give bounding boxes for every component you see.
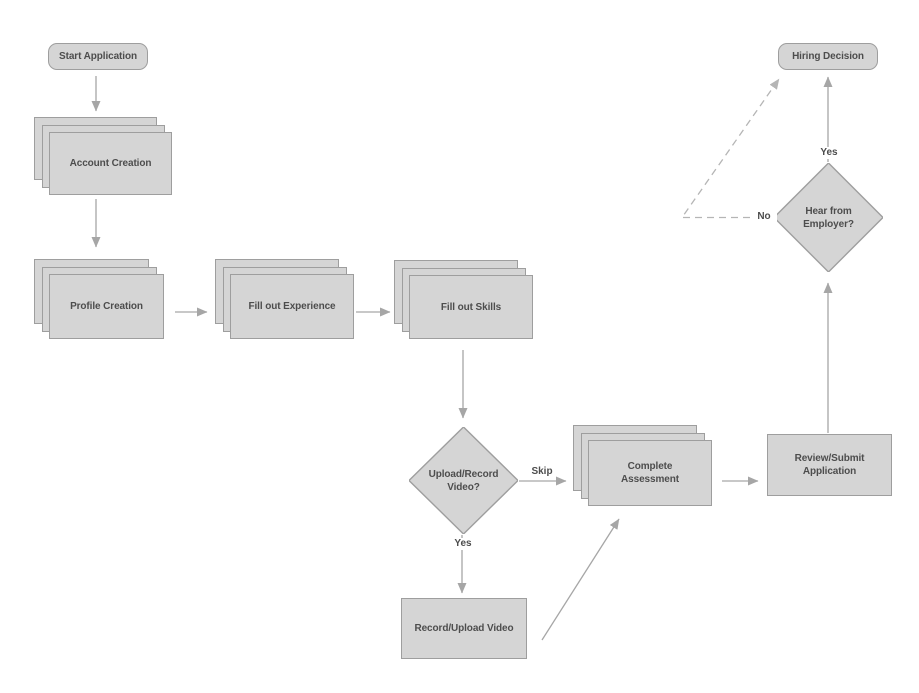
node-upload-record-video-decision[interactable]: Upload/Record Video? xyxy=(409,427,518,534)
node-hear-from-employer-decision[interactable]: Hear from Employer? xyxy=(774,163,883,272)
diamond-shape xyxy=(774,163,883,272)
node-label: Upload/Record Video? xyxy=(428,468,499,493)
edge-label-employer-no: No xyxy=(751,211,777,223)
stack-sheet-front: Fill out Experience xyxy=(230,274,354,339)
node-label: Review/Submit Application xyxy=(794,453,865,477)
stack-sheet-front: Account Creation xyxy=(49,132,172,195)
node-complete-assessment[interactable]: Complete Assessment xyxy=(573,425,712,506)
node-label: Record/Upload Video xyxy=(414,623,514,634)
stack-sheet-front: Complete Assessment xyxy=(588,440,712,506)
node-profile-creation[interactable]: Profile Creation xyxy=(34,259,164,339)
node-review-submit-application[interactable]: Review/Submit Application xyxy=(767,434,892,496)
node-label: Fill out Experience xyxy=(248,301,336,312)
node-fill-out-skills[interactable]: Fill out Skills xyxy=(394,260,533,339)
edge-label-skip: Skip xyxy=(531,466,553,477)
node-fill-out-experience[interactable]: Fill out Experience xyxy=(215,259,354,339)
diamond-shape xyxy=(409,427,518,534)
node-account-creation[interactable]: Account Creation xyxy=(34,117,172,195)
edge-employer-decision-to-hiring-no-dashed xyxy=(680,78,780,219)
node-label: Hiring Decision xyxy=(792,51,864,62)
node-label: Account Creation xyxy=(69,158,152,169)
node-label: Profile Creation xyxy=(70,301,143,312)
node-start-application[interactable]: Start Application xyxy=(48,43,148,70)
diamond-polygon xyxy=(774,163,883,272)
node-record-upload-video[interactable]: Record/Upload Video xyxy=(401,598,527,659)
node-label: Hear from Employer? xyxy=(803,205,854,230)
edge-label-employer-yes: Yes xyxy=(814,147,844,159)
diamond-polygon xyxy=(409,427,518,534)
edge-label-upload-yes: Yes xyxy=(447,538,479,550)
node-label: Fill out Skills xyxy=(440,301,502,313)
node-label: Start Application xyxy=(59,51,137,62)
node-label: Complete Assessment xyxy=(621,461,679,485)
node-hiring-decision[interactable]: Hiring Decision xyxy=(778,43,878,70)
stack-sheet-front: Profile Creation xyxy=(49,274,164,339)
edge-record-video-to-assessment xyxy=(541,518,620,641)
stack-sheet-front: Fill out Skills xyxy=(409,275,533,339)
